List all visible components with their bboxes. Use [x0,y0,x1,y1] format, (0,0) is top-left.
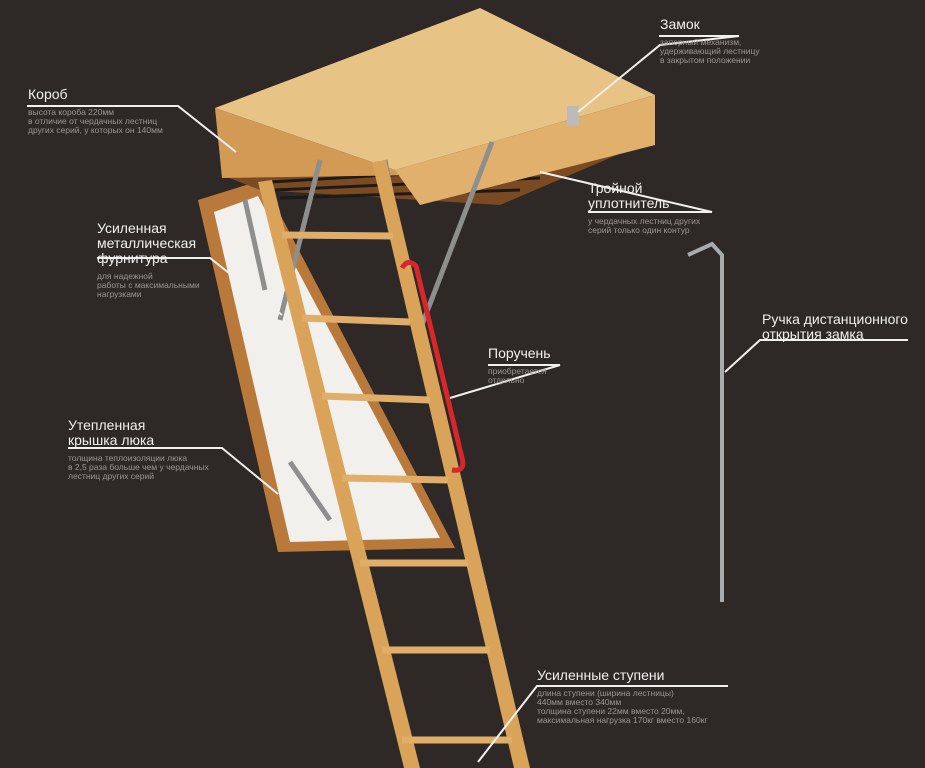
lock-icon [567,106,579,126]
title-line: открытия замка [762,326,864,342]
callout-desc: запорный механизм, удерживающий лестницу… [660,38,760,65]
desc-line: отдельно [488,375,525,385]
desc-line: высота короба 220мм [28,107,115,117]
desc-line: у чердачных лестниц других [588,216,701,226]
ladder [258,160,530,768]
desc-line: других серий, у которых он 140мм [28,125,163,135]
title-line: уплотнитель [588,195,670,211]
callout-desc: толщина теплоизоляции люка в 2,5 раза бо… [68,454,209,481]
desc-line: в закрытом положении [660,55,751,65]
title-line: Ручка дистанционного [762,311,908,327]
callout-title: Утепленная крышка люка [68,418,209,448]
title-line: фурнитура [97,250,168,266]
callout-desc: высота короба 220мм в отличие от чердачн… [28,108,163,135]
desc-line: удерживающий лестницу [660,46,760,56]
title-line: крышка люка [68,432,155,448]
title-line: металлическая [97,235,197,251]
desc-line: нагрузками [97,289,142,299]
box-front [215,108,420,178]
callout-kryshka: Утепленная крышка люка толщина теплоизол… [68,418,209,481]
desc-line: длина ступени (ширина лестницы) [537,688,674,698]
callout-stupeni: Усиленные ступени длина ступени (ширина … [537,668,708,725]
callout-title: Короб [28,86,68,102]
callout-desc: для надежной работы с максимальными нагр… [97,272,200,299]
callout-ruchka: Ручка дистанционного открытия замка [762,312,908,342]
desc-line: максимальная нагрузка 170кг вместо 160кг [537,715,708,725]
callout-uplotnitel: Тройной уплотнитель у чердачных лестниц … [588,181,700,235]
desc-line: для надежной [97,271,153,281]
title-line: Тройной [588,180,643,196]
callout-title: Усиленные ступени [537,667,665,683]
title-line: Усиленная [97,220,167,236]
desc-line: серий только один контур [588,225,690,235]
box-top [215,8,655,170]
callout-korob: Короб высота короба 220мм в отличие от ч… [28,87,163,135]
callout-title: Усиленная металлическая фурнитура [97,221,200,266]
callout-lines [27,35,908,763]
desc-line: толщина теплоизоляции люка [68,453,188,463]
callout-title: Замок [660,16,700,32]
desc-line: в отличие от чердачных лестниц [28,116,158,126]
desc-line: 440мм вместо 340мм [537,697,622,707]
title-line: Утепленная [68,417,146,433]
desc-line: в 2,5 раза больше чем у чердачных [68,462,209,472]
callout-poruchen: Поручень приобретается отдельно [488,346,551,385]
box-right [395,95,655,205]
callout-title: Поручень [488,345,551,361]
callout-desc: длина ступени (ширина лестницы) 440мм вм… [537,689,708,725]
callout-desc: приобретается отдельно [488,367,551,385]
callout-title: Ручка дистанционного открытия замка [762,312,908,342]
desc-line: толщина ступени 22мм вместо 20мм, [537,706,685,716]
desc-line: лестниц других серий [68,471,155,481]
callout-title: Тройной уплотнитель [588,181,700,211]
desc-line: работы с максимальными [97,280,200,290]
hatch-insulated-lid [214,196,440,542]
handrail [399,260,466,473]
callout-zamok: Замок запорный механизм, удерживающий ле… [660,17,760,65]
remote-lock-handle [687,241,724,602]
callout-desc: у чердачных лестниц других серий только … [588,217,700,235]
callout-furnitura: Усиленная металлическая фурнитура для на… [97,221,200,299]
desc-line: запорный механизм, [660,37,742,47]
desc-line: приобретается [488,366,547,376]
